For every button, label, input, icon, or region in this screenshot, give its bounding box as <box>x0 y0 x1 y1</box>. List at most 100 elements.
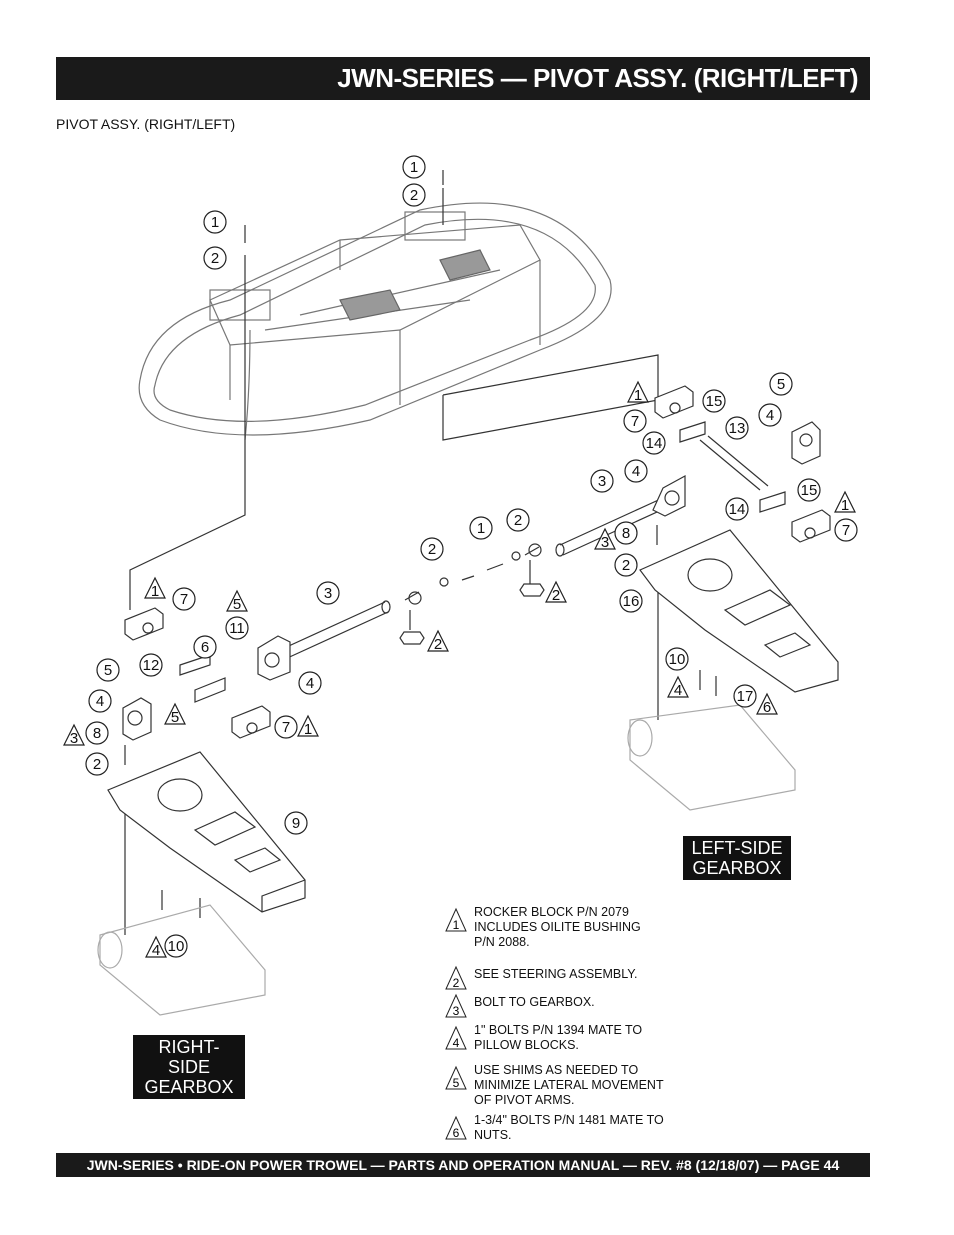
callout-7d: 7 <box>274 715 298 739</box>
flag-1b: 1 <box>834 490 856 514</box>
svg-text:2: 2 <box>552 587 560 604</box>
callout-3a: 3 <box>590 469 614 493</box>
svg-text:1: 1 <box>304 721 312 738</box>
svg-text:3: 3 <box>453 1004 460 1018</box>
svg-text:2: 2 <box>434 636 442 653</box>
flag-4b: 4 <box>145 935 167 959</box>
svg-text:14: 14 <box>646 435 663 452</box>
svg-text:5: 5 <box>171 709 179 726</box>
svg-text:2: 2 <box>428 541 436 558</box>
svg-text:2: 2 <box>514 512 522 529</box>
svg-text:3: 3 <box>70 730 78 747</box>
callout-10b: 10 <box>164 934 188 958</box>
svg-text:6: 6 <box>763 699 771 716</box>
flag-5a: 5 <box>226 589 248 613</box>
callout-1c: 1 <box>469 516 493 540</box>
callout-10a: 10 <box>665 647 689 671</box>
callout-6: 6 <box>193 635 217 659</box>
callout-14a: 14 <box>642 431 666 455</box>
svg-text:3: 3 <box>601 534 609 551</box>
svg-text:4: 4 <box>152 942 160 959</box>
section-subtitle: PIVOT ASSY. (RIGHT/LEFT) <box>56 116 236 132</box>
svg-text:1: 1 <box>634 387 642 404</box>
svg-text:7: 7 <box>282 719 290 736</box>
callout-1b: 1 <box>402 155 426 179</box>
svg-text:5: 5 <box>233 596 241 613</box>
callout-15b: 15 <box>797 478 821 502</box>
svg-text:4: 4 <box>674 682 682 699</box>
note-6-text: 1-3/4" BOLTS P/N 1481 MATE TO NUTS. <box>474 1113 664 1142</box>
callout-2d: 2 <box>420 537 444 561</box>
note-3-triangle: 3 <box>445 993 467 1018</box>
flag-1a: 1 <box>627 380 649 404</box>
svg-text:8: 8 <box>93 725 101 742</box>
svg-text:1: 1 <box>211 214 219 231</box>
svg-text:4: 4 <box>96 693 104 710</box>
svg-text:1: 1 <box>841 497 849 514</box>
svg-text:4: 4 <box>632 463 640 480</box>
svg-text:7: 7 <box>180 591 188 608</box>
svg-text:4: 4 <box>453 1036 460 1050</box>
flag-3a: 3 <box>594 527 616 551</box>
note-5-text: USE SHIMS AS NEEDED TO MINIMIZE LATERAL … <box>474 1063 664 1107</box>
svg-text:13: 13 <box>729 420 746 437</box>
svg-text:1: 1 <box>453 918 460 932</box>
callout-3b: 3 <box>316 581 340 605</box>
svg-text:7: 7 <box>842 522 850 539</box>
left-gearbox-plate-drawing <box>639 529 839 693</box>
callout-17: 17 <box>733 684 757 708</box>
callout-13: 13 <box>725 416 749 440</box>
title-bar: JWN-SERIES — PIVOT ASSY. (RIGHT/LEFT) <box>56 57 870 100</box>
svg-text:1: 1 <box>151 583 159 600</box>
callout-11: 11 <box>225 616 249 640</box>
callout-5a: 5 <box>769 372 793 396</box>
svg-text:4: 4 <box>766 407 774 424</box>
footer-bar: JWN-SERIES • RIDE-ON POWER TROWEL — PART… <box>56 1153 870 1177</box>
callout-14b: 14 <box>725 497 749 521</box>
callout-2a: 2 <box>203 246 227 270</box>
callout-7c: 7 <box>172 587 196 611</box>
svg-text:3: 3 <box>598 473 606 490</box>
svg-text:2: 2 <box>93 756 101 773</box>
svg-text:2: 2 <box>622 557 630 574</box>
left-gearbox-label: LEFT-SIDE GEARBOX <box>683 836 791 880</box>
note-2-text: SEE STEERING ASSEMBLY. <box>474 967 638 981</box>
note-1-text: ROCKER BLOCK P/N 2079 INCLUDES OILITE BU… <box>474 905 641 949</box>
flag-2a: 2 <box>545 580 567 604</box>
callout-8b: 8 <box>85 721 109 745</box>
callout-7b: 7 <box>834 518 858 542</box>
right-gearbox-label: RIGHT-SIDE GEARBOX <box>133 1035 245 1099</box>
svg-text:2: 2 <box>410 187 418 204</box>
svg-text:17: 17 <box>737 688 754 705</box>
callout-9: 9 <box>284 811 308 835</box>
svg-text:16: 16 <box>623 593 640 610</box>
svg-text:7: 7 <box>631 413 639 430</box>
svg-text:6: 6 <box>453 1126 460 1140</box>
svg-text:11: 11 <box>229 620 245 637</box>
callout-12: 12 <box>139 653 163 677</box>
callout-8a: 8 <box>614 521 638 545</box>
svg-text:2: 2 <box>211 250 219 267</box>
note-2-triangle: 2 <box>445 965 467 990</box>
note-4-text: 1" BOLTS P/N 1394 MATE TO PILLOW BLOCKS. <box>474 1023 643 1052</box>
callout-4d: 4 <box>88 689 112 713</box>
note-3-text: BOLT TO GEARBOX. <box>474 995 595 1009</box>
note-4-triangle: 4 <box>445 1025 467 1050</box>
callout-4c: 4 <box>298 671 322 695</box>
callout-2b: 2 <box>402 183 426 207</box>
flag-2b: 2 <box>427 629 449 653</box>
svg-text:6: 6 <box>201 639 209 656</box>
svg-text:1: 1 <box>410 159 418 176</box>
page-title: JWN-SERIES — PIVOT ASSY. (RIGHT/LEFT) <box>337 63 858 93</box>
svg-text:4: 4 <box>306 675 314 692</box>
svg-text:5: 5 <box>453 1076 460 1090</box>
svg-text:15: 15 <box>706 393 723 410</box>
callout-7a: 7 <box>623 409 647 433</box>
svg-text:2: 2 <box>453 976 460 990</box>
footer-text: JWN-SERIES • RIDE-ON POWER TROWEL — PART… <box>86 1157 840 1173</box>
svg-text:10: 10 <box>669 651 686 668</box>
callout-15a: 15 <box>702 389 726 413</box>
flag-3b: 3 <box>63 723 85 747</box>
callout-2e: 2 <box>614 553 638 577</box>
